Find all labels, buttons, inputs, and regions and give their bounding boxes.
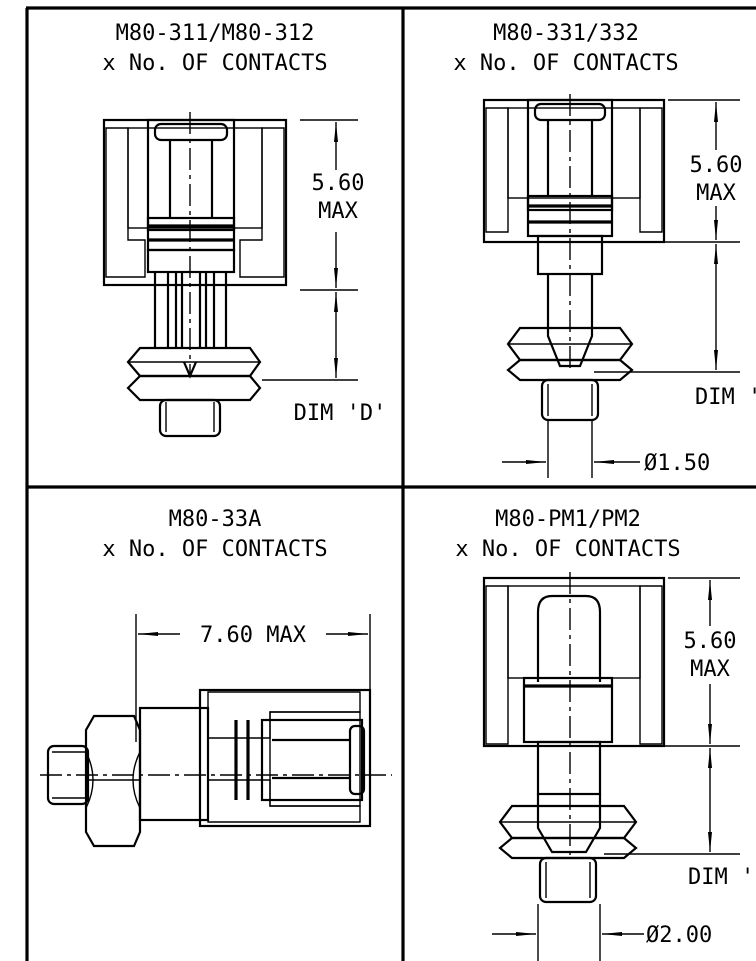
diameter-dimension: Ø1.50: [502, 420, 710, 478]
panel-subtitle: x No. OF CONTACTS: [102, 537, 327, 562]
height-value: 5.60: [684, 629, 737, 654]
connector-drawing: [40, 688, 392, 848]
panel-subtitle: x No. OF CONTACTS: [102, 51, 327, 76]
dim-label: DIM 'E: [695, 385, 756, 410]
panel-m80-pm1: M80-PM1/PM2 x No. OF CONTACTS: [455, 507, 756, 961]
length-label: 7.60 MAX: [200, 623, 307, 648]
diameter-dimension: Ø2.00: [492, 904, 712, 961]
connector-drawing: [482, 572, 666, 904]
height-dimension: 5.60 MAX DIM 'D': [262, 119, 387, 426]
height-value: 5.60: [690, 153, 743, 178]
diameter-label: Ø1.50: [644, 451, 710, 476]
height-unit: MAX: [318, 199, 358, 224]
panel-m80-331: M80-331/332 x No. OF CONTACTS: [453, 21, 756, 478]
diameter-label: Ø2.00: [646, 923, 712, 948]
panel-m80-311: M80-311/M80-312 x No. OF CONTACTS: [102, 21, 387, 438]
dim-label: DIM 'D': [294, 401, 387, 426]
panel-m80-33a: M80-33A x No. OF CONTACTS 7.60 MAX: [40, 507, 392, 848]
height-dimension: 5.60 MAX DIM 'F': [604, 577, 756, 890]
panel-subtitle: x No. OF CONTACTS: [453, 51, 678, 76]
length-dimension: 7.60 MAX: [135, 614, 371, 742]
panel-title: M80-311/M80-312: [116, 21, 315, 46]
height-unit: MAX: [690, 657, 730, 682]
panel-title: M80-33A: [169, 507, 262, 532]
panel-title: M80-PM1/PM2: [495, 507, 641, 532]
panel-subtitle: x No. OF CONTACTS: [455, 537, 680, 562]
panel-title: M80-331/332: [493, 21, 639, 46]
height-unit: MAX: [696, 181, 736, 206]
connector-drawing: [102, 112, 288, 438]
connector-drawing: [482, 94, 666, 422]
dim-label: DIM 'F': [688, 865, 756, 890]
height-value: 5.60: [312, 171, 365, 196]
frame: [25, 6, 756, 961]
height-dimension: 5.60 MAX DIM 'E: [594, 99, 756, 410]
